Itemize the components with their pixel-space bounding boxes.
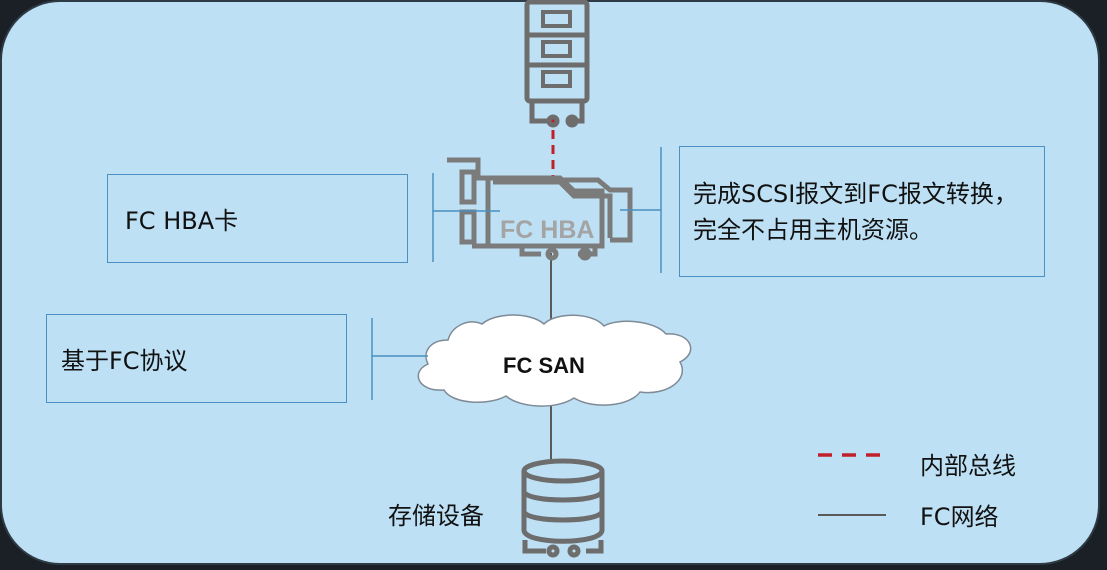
description-text: 完成SCSI报文到FC报文转换，完全不占用主机资源。 bbox=[693, 179, 1018, 244]
protocol-label: 基于FC协议 bbox=[61, 347, 188, 375]
protocol-box: 基于FC协议 bbox=[46, 314, 347, 403]
server-icon bbox=[524, 0, 590, 128]
hba-card-icon bbox=[447, 157, 633, 261]
hba-card-box: FC HBA卡 bbox=[107, 174, 408, 263]
description-box: 完成SCSI报文到FC报文转换，完全不占用主机资源。 bbox=[679, 146, 1045, 277]
san-label: FC SAN bbox=[503, 353, 585, 378]
hba-card-label: FC HBA卡 bbox=[125, 207, 239, 235]
storage-label: 存储设备 bbox=[388, 502, 484, 530]
callout-connectors bbox=[371, 147, 662, 400]
san-cloud bbox=[417, 314, 692, 407]
storage-icon bbox=[521, 458, 605, 558]
legend-fc-network-label: FC网络 bbox=[920, 503, 999, 531]
legend-internal-bus-label: 内部总线 bbox=[920, 452, 1016, 480]
hba-device-label: FC HBA bbox=[500, 216, 594, 244]
